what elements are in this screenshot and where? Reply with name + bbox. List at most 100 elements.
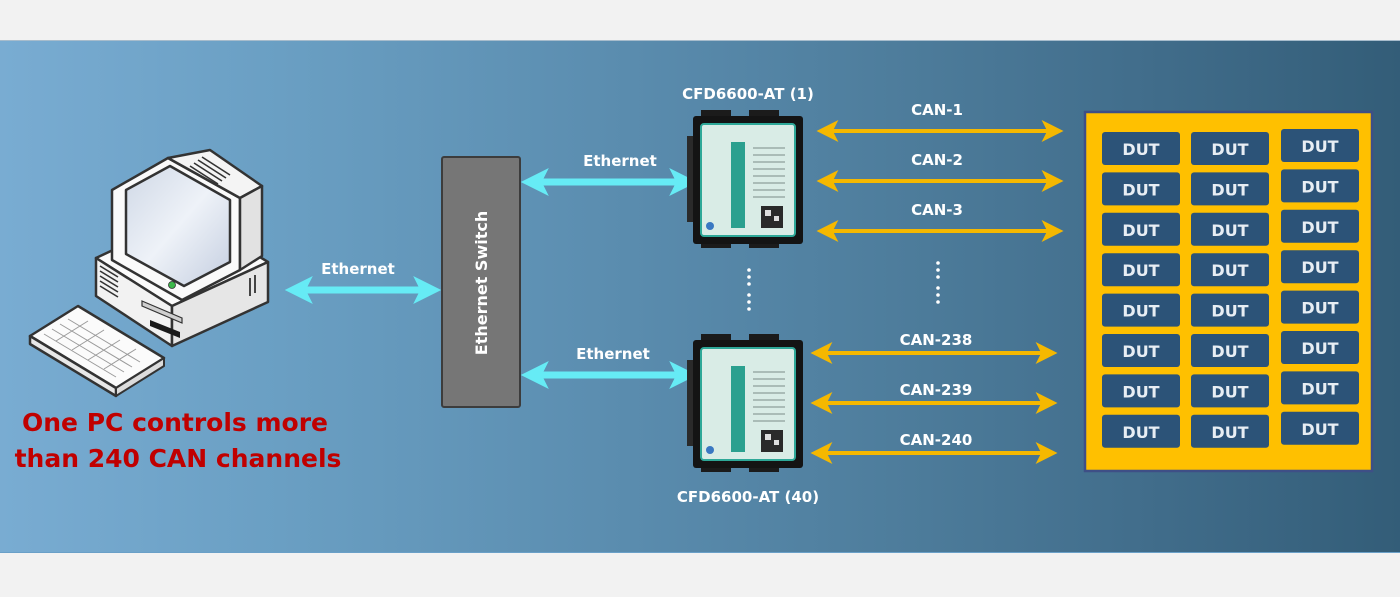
dut-box [1191,293,1269,327]
can-channel-label: CAN-3 [911,201,963,219]
dut-cell: DUT [1281,411,1359,445]
dut-cell: DUT [1102,212,1180,246]
dut-label: DUT [1301,258,1338,277]
dut-box [1191,253,1269,287]
ethernet-label-device-bottom: Ethernet [576,345,650,363]
ethernet-label-pc: Ethernet [321,260,395,278]
dut-cell: DUT [1281,250,1359,284]
dut-box [1281,250,1359,284]
dut-label: DUT [1301,339,1338,358]
pc-icon [28,148,270,398]
dut-cell: DUT [1281,290,1359,324]
dut-label: DUT [1122,342,1159,361]
dut-cell: DUT [1281,129,1359,162]
device-label-bottom: CFD6600-AT (40) [677,488,819,506]
dut-cell: DUT [1102,172,1180,206]
dut-cell: DUT [1281,371,1359,405]
dut-cell: DUT [1281,331,1359,364]
dut-cell: DUT [1281,209,1359,243]
dut-cell: DUT [1191,374,1269,408]
dut-label: DUT [1122,221,1159,240]
mount-tab [701,110,731,118]
can-device-bottom [687,334,803,472]
dut-label: DUT [1301,420,1338,439]
dut-cell: DUT [1102,293,1180,327]
dut-cell: DUT [1102,132,1180,165]
device-stripe [731,142,745,228]
qr-dot [765,210,771,216]
ethernet-switch: Ethernet Switch [441,156,521,408]
dut-cell: DUT [1281,169,1359,203]
dut-label: DUT [1122,140,1159,159]
ethernet-switch-label: Ethernet Switch [472,211,491,355]
dut-label: DUT [1301,299,1338,318]
dut-box [1102,334,1180,367]
dut-cell: DUT [1191,253,1269,287]
dut-cell: DUT [1191,414,1269,448]
dut-label: DUT [1301,218,1338,237]
qr-code-icon [761,206,783,228]
dut-box [1281,169,1359,203]
brand-logo-icon [706,446,714,454]
can-channel-label: CAN-238 [900,331,973,349]
caption-line-1: One PC controls more [22,408,328,437]
device-label-top: CFD6600-AT (1) [682,85,814,103]
dut-grid: DUT DUT DUT DUT DUT DUT DUT DUT DUT DUT DUT DUT DUT D… [1102,129,1359,448]
dut-label: DUT [1301,177,1338,196]
dut-cell: DUT [1102,334,1180,367]
dut-label: DUT [1211,382,1248,401]
dut-label: DUT [1122,382,1159,401]
qr-dot [774,440,779,445]
can-channel-label: CAN-240 [900,431,973,449]
dut-box [1281,290,1359,324]
dut-box [1102,172,1180,206]
dut-box [1281,331,1359,364]
dut-label: DUT [1301,379,1338,398]
ethernet-label-device-top: Ethernet [583,152,657,170]
brand-logo-icon [706,222,714,230]
dut-box [1191,374,1269,408]
device-stripe [731,366,745,452]
dut-label: DUT [1301,137,1338,156]
caption-line-2: than 240 CAN channels [15,444,342,473]
dut-label: DUT [1211,221,1248,240]
dut-box [1281,371,1359,405]
qr-dot [774,216,779,221]
dut-label: DUT [1211,140,1248,159]
dut-label: DUT [1122,423,1159,442]
can-channel-label: CAN-2 [911,151,963,169]
dut-cell: DUT [1191,293,1269,327]
can-device-top [687,110,803,248]
dut-box [1102,374,1180,408]
can-channel-label: CAN-239 [900,381,973,399]
device-ellipsis [747,268,751,311]
connector-strip [687,360,697,446]
dut-label: DUT [1211,180,1248,199]
dut-box [1191,172,1269,206]
dut-cell: DUT [1102,374,1180,408]
mount-tab [749,334,779,342]
dut-box [1191,334,1269,367]
dut-cell: DUT [1102,414,1180,448]
mount-tab [749,110,779,118]
dut-cell: DUT [1191,212,1269,246]
dut-cell: DUT [1191,132,1269,165]
dut-cell: DUT [1191,172,1269,206]
qr-dot [765,434,771,440]
mount-tab [701,334,731,342]
dut-box [1102,253,1180,287]
dut-label: DUT [1211,261,1248,280]
dut-label: DUT [1122,261,1159,280]
dut-cell: DUT [1102,253,1180,287]
dut-box [1102,293,1180,327]
dut-label: DUT [1211,423,1248,442]
can-channel-label: CAN-1 [911,101,963,119]
connector-strip [687,136,697,222]
dut-cell: DUT [1191,334,1269,367]
can-ellipsis [936,261,940,304]
qr-code-icon [761,430,783,452]
dut-box [1102,212,1180,246]
dut-box [1281,411,1359,445]
dut-box [1102,132,1180,165]
